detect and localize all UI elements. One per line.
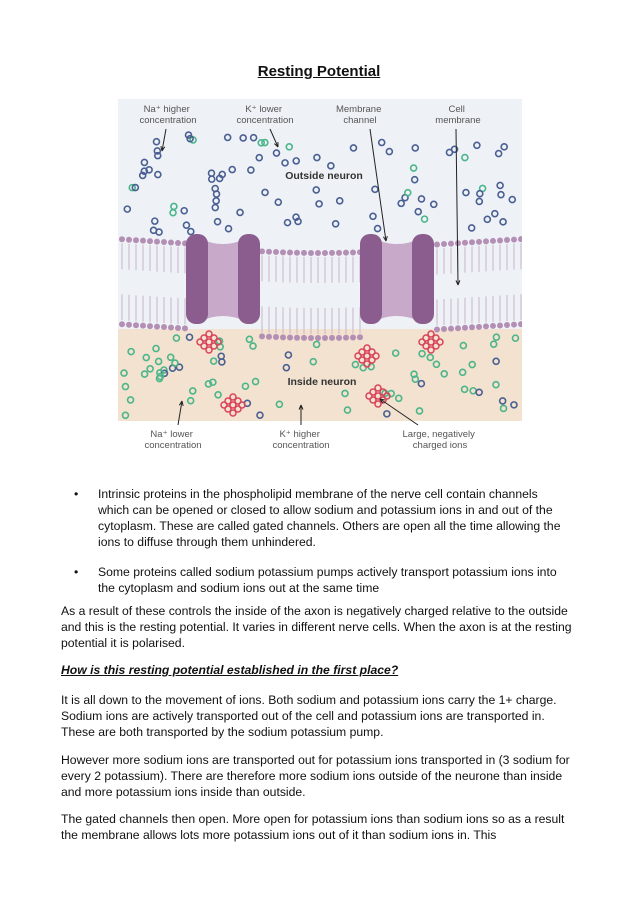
paragraph-ion-movement: It is all down to the movement of ions. … bbox=[61, 693, 557, 739]
bullet-list: • Intrinsic proteins in the phospholipid … bbox=[66, 486, 571, 610]
label-arrows bbox=[160, 128, 461, 426]
section-heading: How is this resting potential establishe… bbox=[61, 663, 399, 677]
bullet-item: • Intrinsic proteins in the phospholipid … bbox=[66, 486, 571, 550]
bullet-text: Intrinsic proteins in the phospholipid m… bbox=[98, 487, 561, 549]
paragraph-gated-channels: The gated channels then open. More open … bbox=[61, 812, 565, 842]
label-na-higher: Na⁺ higher concentration bbox=[139, 104, 196, 126]
large-ion-clusters bbox=[196, 330, 444, 417]
paragraph-sodium-ratio: However more sodium ions are transported… bbox=[61, 753, 570, 799]
bullet-dot: • bbox=[74, 565, 79, 579]
label-outside-neuron: Outside neuron bbox=[285, 170, 363, 182]
diagram-outside-region bbox=[118, 99, 522, 329]
page-title: Resting Potential bbox=[257, 63, 381, 80]
label-membrane-channel: Membrane channel bbox=[336, 104, 384, 126]
label-k-higher: K⁺ higher concentration bbox=[272, 429, 329, 451]
bullet-item: • Some proteins called sodium potassium p… bbox=[66, 564, 571, 596]
label-na-lower: Na⁺ lower concentration bbox=[144, 429, 201, 451]
bullet-dot: • bbox=[74, 487, 79, 501]
paragraph-resting-potential: As a result of these controls the inside… bbox=[61, 604, 572, 650]
diagram-bottom-band bbox=[118, 421, 522, 461]
label-inside-neuron: Inside neuron bbox=[288, 376, 357, 388]
cell-membrane-bilayer bbox=[119, 236, 522, 341]
ion-field bbox=[120, 131, 520, 420]
membrane-channels bbox=[186, 234, 434, 324]
label-large-ions: Large, negatively charged ions bbox=[403, 429, 478, 451]
label-cell-membrane: Cell membrane bbox=[435, 104, 480, 126]
bullet-text: Some proteins called sodium potassium pu… bbox=[98, 565, 557, 595]
label-k-lower: K⁺ lower concentration bbox=[236, 104, 293, 126]
resting-potential-diagram: Na⁺ higher concentration K⁺ lower concen… bbox=[118, 99, 522, 461]
